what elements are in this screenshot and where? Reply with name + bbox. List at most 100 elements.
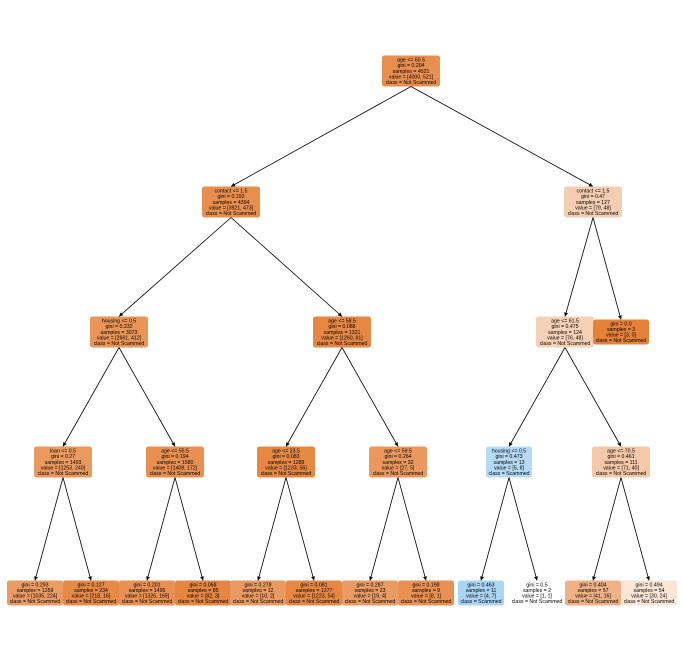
node-text-line: samples = 57 bbox=[578, 588, 609, 594]
node-box bbox=[621, 580, 677, 606]
node-text-line: housing <= 0.5 bbox=[102, 319, 136, 325]
node-text-line: samples = 1580 bbox=[157, 460, 194, 466]
node-box bbox=[175, 580, 231, 606]
node-box bbox=[398, 580, 454, 606]
tree-edge-n2-n3 bbox=[62, 347, 120, 447]
tree-edge-n0-n16 bbox=[410, 86, 594, 187]
node-text-line: contact <= 1.5 bbox=[577, 189, 610, 195]
node-text-line: samples = 9 bbox=[412, 588, 440, 594]
node-text-line: gini = 0.47 bbox=[581, 194, 605, 200]
node-text-line: value = [30, 24] bbox=[631, 594, 667, 600]
node-text-line: gini = 0.264 bbox=[385, 454, 412, 460]
node-text-line: samples = 3 bbox=[607, 327, 635, 333]
node-text-line: value = [1035, 224] bbox=[13, 594, 58, 600]
tree-edge-n21-n23 bbox=[620, 477, 650, 581]
node-text-line: value = [1223, 54] bbox=[293, 594, 335, 600]
node-text-line: samples = 1495 bbox=[129, 588, 166, 594]
node-text-line: gini = 0.088 bbox=[329, 324, 356, 330]
node-box bbox=[382, 55, 440, 87]
node-text-line: gini = 0.293 bbox=[22, 582, 49, 588]
node-text-line: class = Not Scammed bbox=[233, 599, 284, 605]
tree-edge-n18-n19 bbox=[480, 477, 510, 581]
tree-edge-n13-n15 bbox=[397, 477, 427, 581]
tree-edge-n10-n12 bbox=[285, 477, 315, 581]
node-text-line: class = Not Scammed bbox=[373, 471, 424, 477]
node-text-line: value = [4000, 521] bbox=[389, 74, 434, 80]
node-text-line: gini = 0.204 bbox=[398, 63, 425, 69]
node-text-line: samples = 54 bbox=[634, 588, 665, 594]
node-text-line: contact <= 1.5 bbox=[215, 189, 248, 195]
node-text-line: age <= 23.5 bbox=[272, 449, 300, 455]
node-text-line: class = Not Scammed bbox=[66, 599, 117, 605]
node-box bbox=[90, 316, 148, 348]
node-text-line: gini = 0.475 bbox=[552, 324, 579, 330]
node-text-line: value = [2661, 412] bbox=[97, 335, 142, 341]
node-box bbox=[369, 446, 427, 478]
node-text-line: value = [8, 1] bbox=[411, 594, 441, 600]
node-text-line: samples = 13 bbox=[494, 460, 525, 466]
node-text-line: samples = 1321 bbox=[324, 330, 361, 336]
node-box bbox=[257, 446, 315, 478]
node-text-line: value = [82, 3] bbox=[187, 594, 220, 600]
node-text-line: value = [1408, 172] bbox=[153, 465, 198, 471]
node-text-line: class = Scammed bbox=[460, 599, 501, 605]
node-text-line: gini = 0.192 bbox=[218, 194, 245, 200]
node-text-line: samples = 1493 bbox=[45, 460, 82, 466]
node-text-line: class = Not Scammed bbox=[38, 471, 89, 477]
node-text-line: class = Not Scammed bbox=[401, 599, 452, 605]
node-text-line: class = Not Scammed bbox=[512, 599, 563, 605]
tree-edge-n2-n6 bbox=[118, 347, 176, 447]
node-text-line: value = [1260, 61] bbox=[321, 335, 363, 341]
tree-edges bbox=[34, 86, 650, 581]
node-text-line: gini = 0.463 bbox=[468, 582, 495, 588]
node-text-line: gini = 0.27 bbox=[51, 454, 75, 460]
node-text-line: samples = 32 bbox=[383, 460, 414, 466]
tree-edge-n9-n13 bbox=[341, 347, 399, 447]
tree-edge-n1-n9 bbox=[230, 217, 343, 317]
node-text-line: gini = 0.232 bbox=[106, 324, 133, 330]
node-text-line: class = Not Scammed bbox=[206, 211, 257, 217]
node-text-line: samples = 85 bbox=[188, 588, 219, 594]
node-text-line: class = Not Scammed bbox=[540, 341, 591, 347]
node-text-line: gini = 0.0 bbox=[610, 321, 631, 327]
tree-edge-n16-n24 bbox=[592, 217, 622, 320]
tree-edge-n1-n2 bbox=[118, 217, 232, 317]
node-box bbox=[202, 186, 260, 218]
node-text-line: class = Not Scammed bbox=[386, 80, 437, 86]
node-text-line: value = [1233, 56] bbox=[265, 465, 307, 471]
tree-edge-n18-n20 bbox=[508, 477, 538, 581]
node-text-line: gini = 0.127 bbox=[78, 582, 105, 588]
node-text-line: gini = 0.5 bbox=[526, 582, 547, 588]
tree-edge-n17-n18 bbox=[508, 347, 566, 447]
node-text-line: value = [27, 5] bbox=[382, 465, 415, 471]
node-text-line: gini = 0.473 bbox=[496, 454, 523, 460]
tree-edge-n6-n7 bbox=[146, 477, 176, 581]
node-text-line: value = [218, 16] bbox=[72, 594, 111, 600]
node-box bbox=[230, 580, 286, 606]
node-text-line: gini = 0.287 bbox=[357, 582, 384, 588]
node-text-line: value = [71, 40] bbox=[603, 465, 639, 471]
node-box bbox=[592, 446, 650, 478]
node-text-line: age <= 61.5 bbox=[551, 319, 579, 325]
node-text-line: age <= 70.5 bbox=[607, 449, 635, 455]
node-text-line: age <= 59.5 bbox=[384, 449, 412, 455]
node-text-line: samples = 4521 bbox=[393, 69, 430, 75]
node-text-line: class = Not Scammed bbox=[94, 341, 145, 347]
node-box bbox=[486, 446, 532, 478]
node-text-line: value = [10, 2] bbox=[242, 594, 275, 600]
node-text-line: class = Scammed bbox=[488, 471, 529, 477]
tree-edge-n10-n11 bbox=[257, 477, 287, 581]
